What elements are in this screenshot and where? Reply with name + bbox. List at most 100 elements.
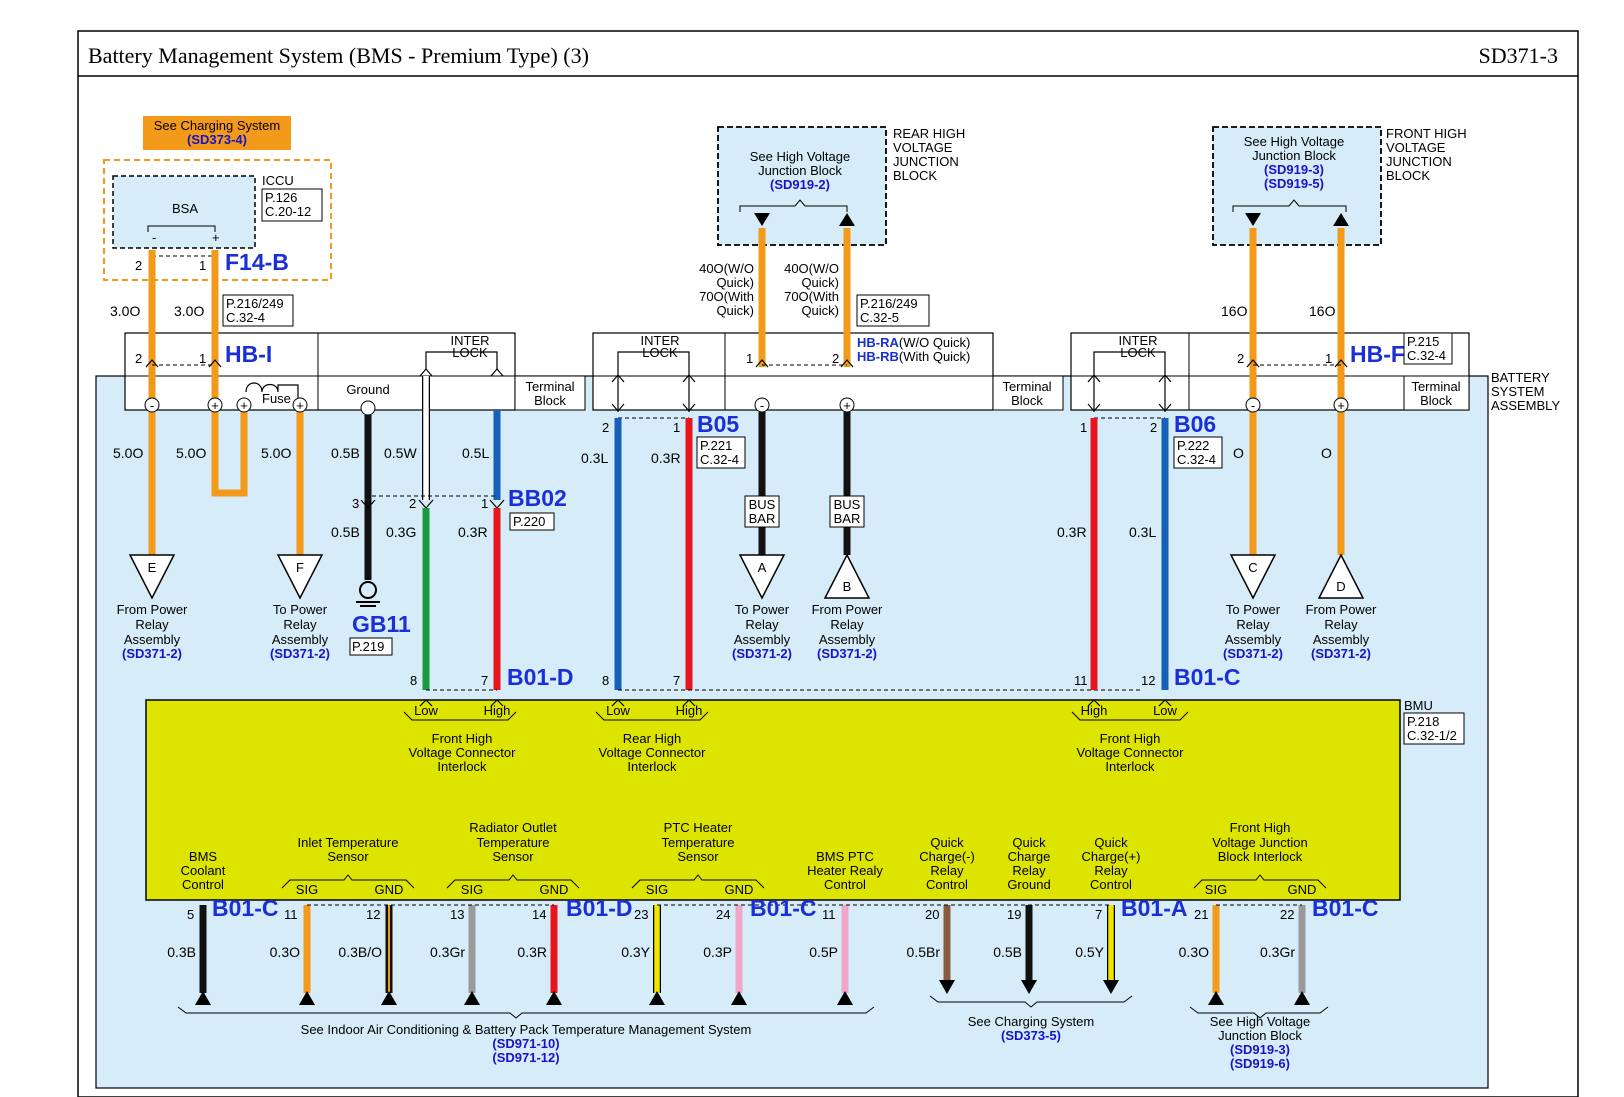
indoor-ref-2[interactable]: (SD971-12) xyxy=(492,1050,559,1065)
ground-terminal xyxy=(360,400,376,416)
bmu-ptc-gnd: GND xyxy=(725,882,754,897)
hv-ref-1[interactable]: (SD919-3) xyxy=(1230,1042,1290,1057)
bmu-rad-gnd: GND xyxy=(540,882,569,897)
hbr-pin-2: 2 xyxy=(832,351,839,366)
terminal-block-right-label-box xyxy=(1403,375,1470,411)
connector-a-text-1: To Power xyxy=(735,602,790,617)
connector-a-text-3: Assembly xyxy=(734,632,791,647)
hv-ref-2[interactable]: (SD919-6) xyxy=(1230,1056,1290,1071)
connector-c-ref[interactable]: (SD371-2) xyxy=(1223,646,1283,661)
terminal-minus-1-sign: - xyxy=(150,398,154,413)
bot-conn-b01a: B01-A xyxy=(1121,895,1187,921)
interlock-left-label-1: INTER xyxy=(451,333,490,348)
bot-w6: 0.3Y xyxy=(621,944,650,960)
wire-label-03r-mid: 0.3R xyxy=(651,450,681,466)
busbar-a-1: BUS xyxy=(749,497,776,512)
front-hvjb-code-2[interactable]: (SD919-5) xyxy=(1264,176,1324,191)
front-hvjb-side-2: VOLTAGE xyxy=(1386,140,1446,155)
bmu-box xyxy=(145,699,1401,901)
connector-e-letter: E xyxy=(148,560,157,575)
wire-rear-a-2: Quick) xyxy=(716,275,754,290)
bmu-qcm-2: Charge(-) xyxy=(919,849,975,864)
charging-system-ref-box[interactable] xyxy=(143,116,291,150)
bb02-pin-2: 2 xyxy=(409,496,416,511)
bmu-inlet-sig: SIG xyxy=(296,882,318,897)
bmu-qcm-1: Quick xyxy=(930,835,964,850)
bmu-fhvjb-gnd: GND xyxy=(1288,882,1317,897)
charging-system-ref-title: See Charging System xyxy=(154,118,280,133)
hbra-label: HB-RA(W/O Quick) xyxy=(857,335,970,350)
indoor-ref-1[interactable]: (SD971-10) xyxy=(492,1036,559,1051)
arrow-up-12 xyxy=(1208,991,1224,1005)
gb11-ref-box xyxy=(349,637,393,656)
busbar-b-box xyxy=(829,495,865,528)
rear-hvjb-box xyxy=(717,126,887,246)
bsa-plus: + xyxy=(212,230,220,245)
charging-system-ref-code[interactable]: (SD373-4) xyxy=(187,132,247,147)
wire-label-50o-b: 5.0O xyxy=(176,445,206,461)
arrow-up-13 xyxy=(1294,991,1310,1005)
f14b-pin-2: 2 xyxy=(135,258,142,273)
bmu-rad-1: Radiator Outlet xyxy=(469,820,557,835)
b06-conn: C.32-4 xyxy=(1177,452,1216,467)
charge-ref[interactable]: (SD373-5) xyxy=(1001,1028,1061,1043)
rear-hvjb-side-1: REAR HIGH xyxy=(893,126,965,141)
terminal-right-minus-sign: - xyxy=(1251,398,1255,413)
interlock-right-label-2: LOCK xyxy=(1120,345,1156,360)
bmu-inlet-1: Inlet Temperature xyxy=(298,835,399,850)
terminal-plus-2-sign: + xyxy=(240,398,248,413)
connector-b-letter: B xyxy=(843,579,852,594)
wire-label-05b: 0.5B xyxy=(331,445,360,461)
connector-a-ref[interactable]: (SD371-2) xyxy=(732,646,792,661)
hbf-page: P.215 xyxy=(1407,334,1439,349)
bmu-rhvci-2: Voltage Connector xyxy=(599,745,707,760)
rear-hvjb-side-2: VOLTAGE xyxy=(893,140,953,155)
hbf-ref-box xyxy=(1403,332,1453,365)
bot-pin-11a: 11 xyxy=(284,907,298,922)
hbf-pin-1: 1 xyxy=(1325,351,1332,366)
bot-w12: 0.3O xyxy=(1179,944,1209,960)
wire-rear-a-4: Quick) xyxy=(716,303,754,318)
bmu-ref-box xyxy=(1403,712,1465,745)
connector-c-text-2: Relay xyxy=(1236,617,1270,632)
hv-text-1: See High Voltage xyxy=(1210,1014,1310,1029)
connector-f-text-3: Assembly xyxy=(272,632,329,647)
terminal-right-minus xyxy=(1245,397,1261,413)
rear-hvjb-title-2: Junction Block xyxy=(758,163,842,178)
connector-e-text-2: Relay xyxy=(135,617,169,632)
arrow-up-8 xyxy=(837,991,853,1005)
rear-hvjb-code[interactable]: (SD919-2) xyxy=(770,177,830,192)
terminal-plus-1-sign: + xyxy=(211,398,219,413)
front-hvjb-title-2: Junction Block xyxy=(1252,148,1336,163)
wire-rear-b-2: Quick) xyxy=(801,275,839,290)
arrow-up-1 xyxy=(195,991,211,1005)
bot-pin-11b: 11 xyxy=(822,907,836,922)
b01d-top-pin-7: 7 xyxy=(481,673,488,688)
bot-pin-12: 12 xyxy=(366,907,380,922)
connector-b-text-2: Relay xyxy=(830,617,864,632)
hv-bracket xyxy=(1189,1006,1329,1019)
connector-b-ref[interactable]: (SD371-2) xyxy=(817,646,877,661)
front-hvjb-side-1: FRONT HIGH xyxy=(1386,126,1467,141)
terminal-block-right-label-1: Terminal xyxy=(1411,379,1460,394)
terminal-block-right-label-2: Block xyxy=(1420,393,1452,408)
interlock-mid-label-1: INTER xyxy=(641,333,680,348)
connector-d-ref[interactable]: (SD371-2) xyxy=(1311,646,1371,661)
front-hvjb-code-1[interactable]: (SD919-3) xyxy=(1264,162,1324,177)
connector-e-ref[interactable]: (SD371-2) xyxy=(122,646,182,661)
bmu-rhvci-bracket xyxy=(595,711,709,721)
bot-w10: 0.5B xyxy=(993,944,1022,960)
terminal-block-right xyxy=(1070,332,1470,411)
connector-d-text-2: Relay xyxy=(1324,617,1358,632)
bmu-fhvjb-sig: SIG xyxy=(1205,882,1227,897)
bmu-rad-sig: SIG xyxy=(461,882,483,897)
wire-rear-b-3: 70O(With xyxy=(784,289,839,304)
terminal-block-left xyxy=(124,332,516,411)
connector-f-ref[interactable]: (SD371-2) xyxy=(270,646,330,661)
indoor-text: See Indoor Air Conditioning & Battery Pa… xyxy=(301,1022,752,1037)
hbi-conn: C.32-4 xyxy=(226,310,265,325)
assembly-label-2: SYSTEM xyxy=(1491,384,1544,399)
wire-5o-loop xyxy=(211,367,248,497)
connector-f-text-1: To Power xyxy=(273,602,328,617)
hbr-arrow-a xyxy=(755,359,769,368)
